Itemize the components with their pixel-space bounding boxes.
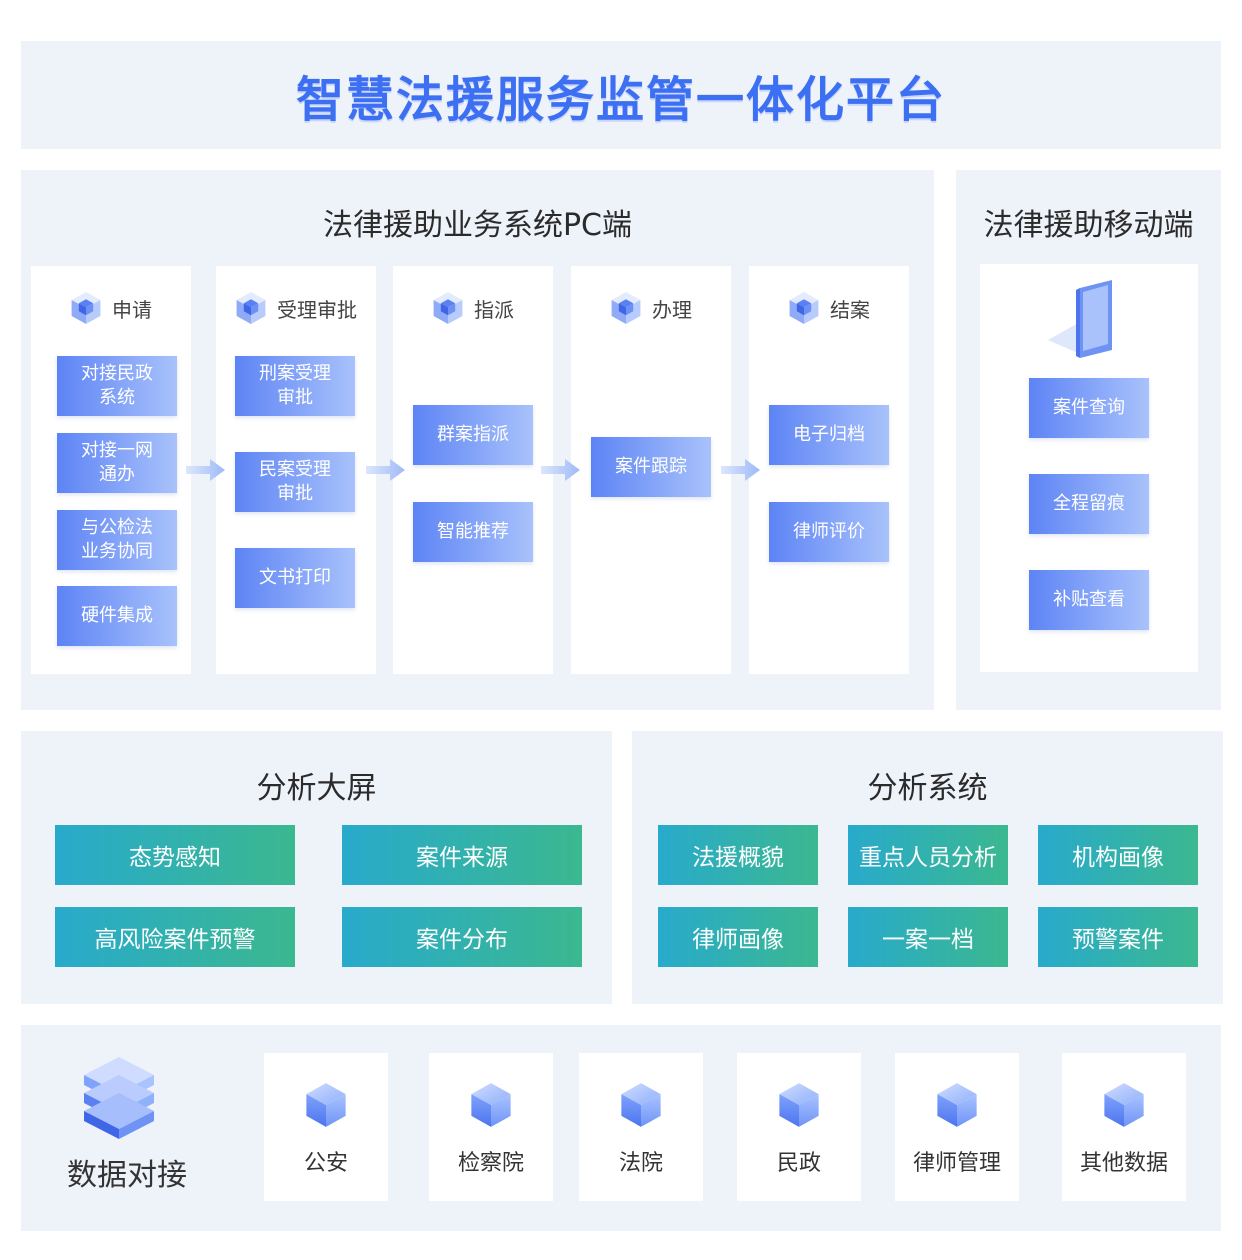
- analysis-system-panel: 分析系统 法援概貌 重点人员分析 机构画像 律师画像 一案一档 预警案件: [632, 731, 1223, 1004]
- stage-header: 办理: [571, 286, 731, 330]
- stage-item[interactable]: 民案受理 审批: [235, 452, 355, 512]
- mobile-title: 法律援助移动端: [983, 208, 1194, 243]
- tablet-icon: [1048, 280, 1112, 358]
- mobile-item[interactable]: 补贴查看: [1029, 570, 1149, 630]
- data-integration-title: 数据对接: [67, 1158, 187, 1193]
- stage-header: 结案: [749, 286, 909, 330]
- flow-arrow-icon: [721, 459, 760, 481]
- stage-item[interactable]: 群案指派: [413, 405, 533, 465]
- analysis-screen-title: 分析大屏: [256, 771, 377, 806]
- stage-item[interactable]: 文书打印: [235, 548, 355, 608]
- stage-column-assign: 指派 群案指派 智能推荐: [393, 266, 553, 674]
- stage-item[interactable]: 案件跟踪: [591, 437, 711, 497]
- pc-system-panel: 法律援助业务系统PC端 申请 对接民政 系统 对接一网 通办 与公检法 业务协同…: [21, 170, 934, 710]
- data-source-card[interactable]: 其他数据: [1062, 1053, 1186, 1201]
- screen-item[interactable]: 态势感知: [55, 825, 295, 885]
- cube-icon: [304, 1081, 348, 1129]
- data-source-label: 律师管理: [912, 1151, 1001, 1176]
- analysis-item[interactable]: 预警案件: [1038, 907, 1198, 967]
- mobile-column: 案件查询 全程留痕 补贴查看: [980, 264, 1198, 672]
- cube-icon: [788, 290, 820, 326]
- mobile-item[interactable]: 案件查询: [1029, 378, 1149, 438]
- screen-item[interactable]: 案件分布: [342, 907, 582, 967]
- flow-arrow-icon: [366, 459, 405, 481]
- stage-column-apply: 申请 对接民政 系统 对接一网 通办 与公检法 业务协同 硬件集成: [31, 266, 191, 674]
- flow-arrow-icon: [541, 459, 580, 481]
- cube-icon: [469, 1081, 513, 1129]
- analysis-item[interactable]: 律师画像: [658, 907, 818, 967]
- page-title: 智慧法援服务监管一体化平台: [295, 72, 946, 128]
- cube-icon: [70, 290, 102, 326]
- analysis-system-title: 分析系统: [867, 771, 988, 806]
- data-stack-icon: [84, 1057, 154, 1139]
- stage-item[interactable]: 智能推荐: [413, 502, 533, 562]
- stage-column-close: 结案 电子归档 律师评价: [749, 266, 909, 674]
- data-source-label: 民政: [776, 1151, 821, 1176]
- stage-label: 办理: [652, 297, 692, 322]
- stage-header: 指派: [393, 286, 553, 330]
- analysis-screen-panel: 分析大屏 态势感知 案件来源 高风险案件预警 案件分布: [21, 731, 612, 1004]
- stage-header: 受理审批: [216, 286, 376, 330]
- stage-item[interactable]: 与公检法 业务协同: [57, 510, 177, 570]
- stage-item[interactable]: 硬件集成: [57, 586, 177, 646]
- stage-column-handle: 办理 案件跟踪: [571, 266, 731, 674]
- stage-item[interactable]: 对接一网 通办: [57, 433, 177, 493]
- screen-item[interactable]: 高风险案件预警: [55, 907, 295, 967]
- stage-label: 结案: [830, 297, 870, 322]
- cube-icon: [777, 1081, 821, 1129]
- data-source-card[interactable]: 律师管理: [895, 1053, 1019, 1201]
- mobile-panel: 法律援助移动端 案件查询 全程留痕 补贴查看: [956, 170, 1221, 710]
- stage-header: 申请: [31, 286, 191, 330]
- data-source-label: 法院: [618, 1151, 663, 1176]
- stage-column-review: 受理审批 刑案受理 审批 民案受理 审批 文书打印: [216, 266, 376, 674]
- flow-arrow-icon: [186, 459, 225, 481]
- data-source-label: 其他数据: [1079, 1151, 1168, 1176]
- mobile-item[interactable]: 全程留痕: [1029, 474, 1149, 534]
- stage-item[interactable]: 刑案受理 审批: [235, 356, 355, 416]
- stage-item[interactable]: 律师评价: [769, 502, 889, 562]
- analysis-item[interactable]: 一案一档: [848, 907, 1008, 967]
- cube-icon: [935, 1081, 979, 1129]
- stage-label: 申请: [112, 297, 152, 322]
- cube-icon: [610, 290, 642, 326]
- analysis-item[interactable]: 法援概貌: [658, 825, 818, 885]
- cube-icon: [432, 290, 464, 326]
- stage-item[interactable]: 对接民政 系统: [57, 356, 177, 416]
- stage-label: 受理审批: [277, 297, 357, 322]
- cube-icon: [1102, 1081, 1146, 1129]
- screen-item[interactable]: 案件来源: [342, 825, 582, 885]
- stage-label: 指派: [474, 297, 514, 322]
- cube-icon: [235, 290, 267, 326]
- data-source-card[interactable]: 民政: [737, 1053, 861, 1201]
- data-source-card[interactable]: 检察院: [429, 1053, 553, 1201]
- stage-item[interactable]: 电子归档: [769, 405, 889, 465]
- data-source-label: 检察院: [457, 1151, 524, 1176]
- cube-icon: [619, 1081, 663, 1129]
- analysis-item[interactable]: 机构画像: [1038, 825, 1198, 885]
- data-source-card[interactable]: 法院: [579, 1053, 703, 1201]
- data-source-label: 公安: [303, 1151, 348, 1176]
- data-source-card[interactable]: 公安: [264, 1053, 388, 1201]
- title-banner: 智慧法援服务监管一体化平台: [21, 41, 1221, 149]
- pc-system-title: 法律援助业务系统PC端: [322, 208, 633, 243]
- analysis-item[interactable]: 重点人员分析: [848, 825, 1008, 885]
